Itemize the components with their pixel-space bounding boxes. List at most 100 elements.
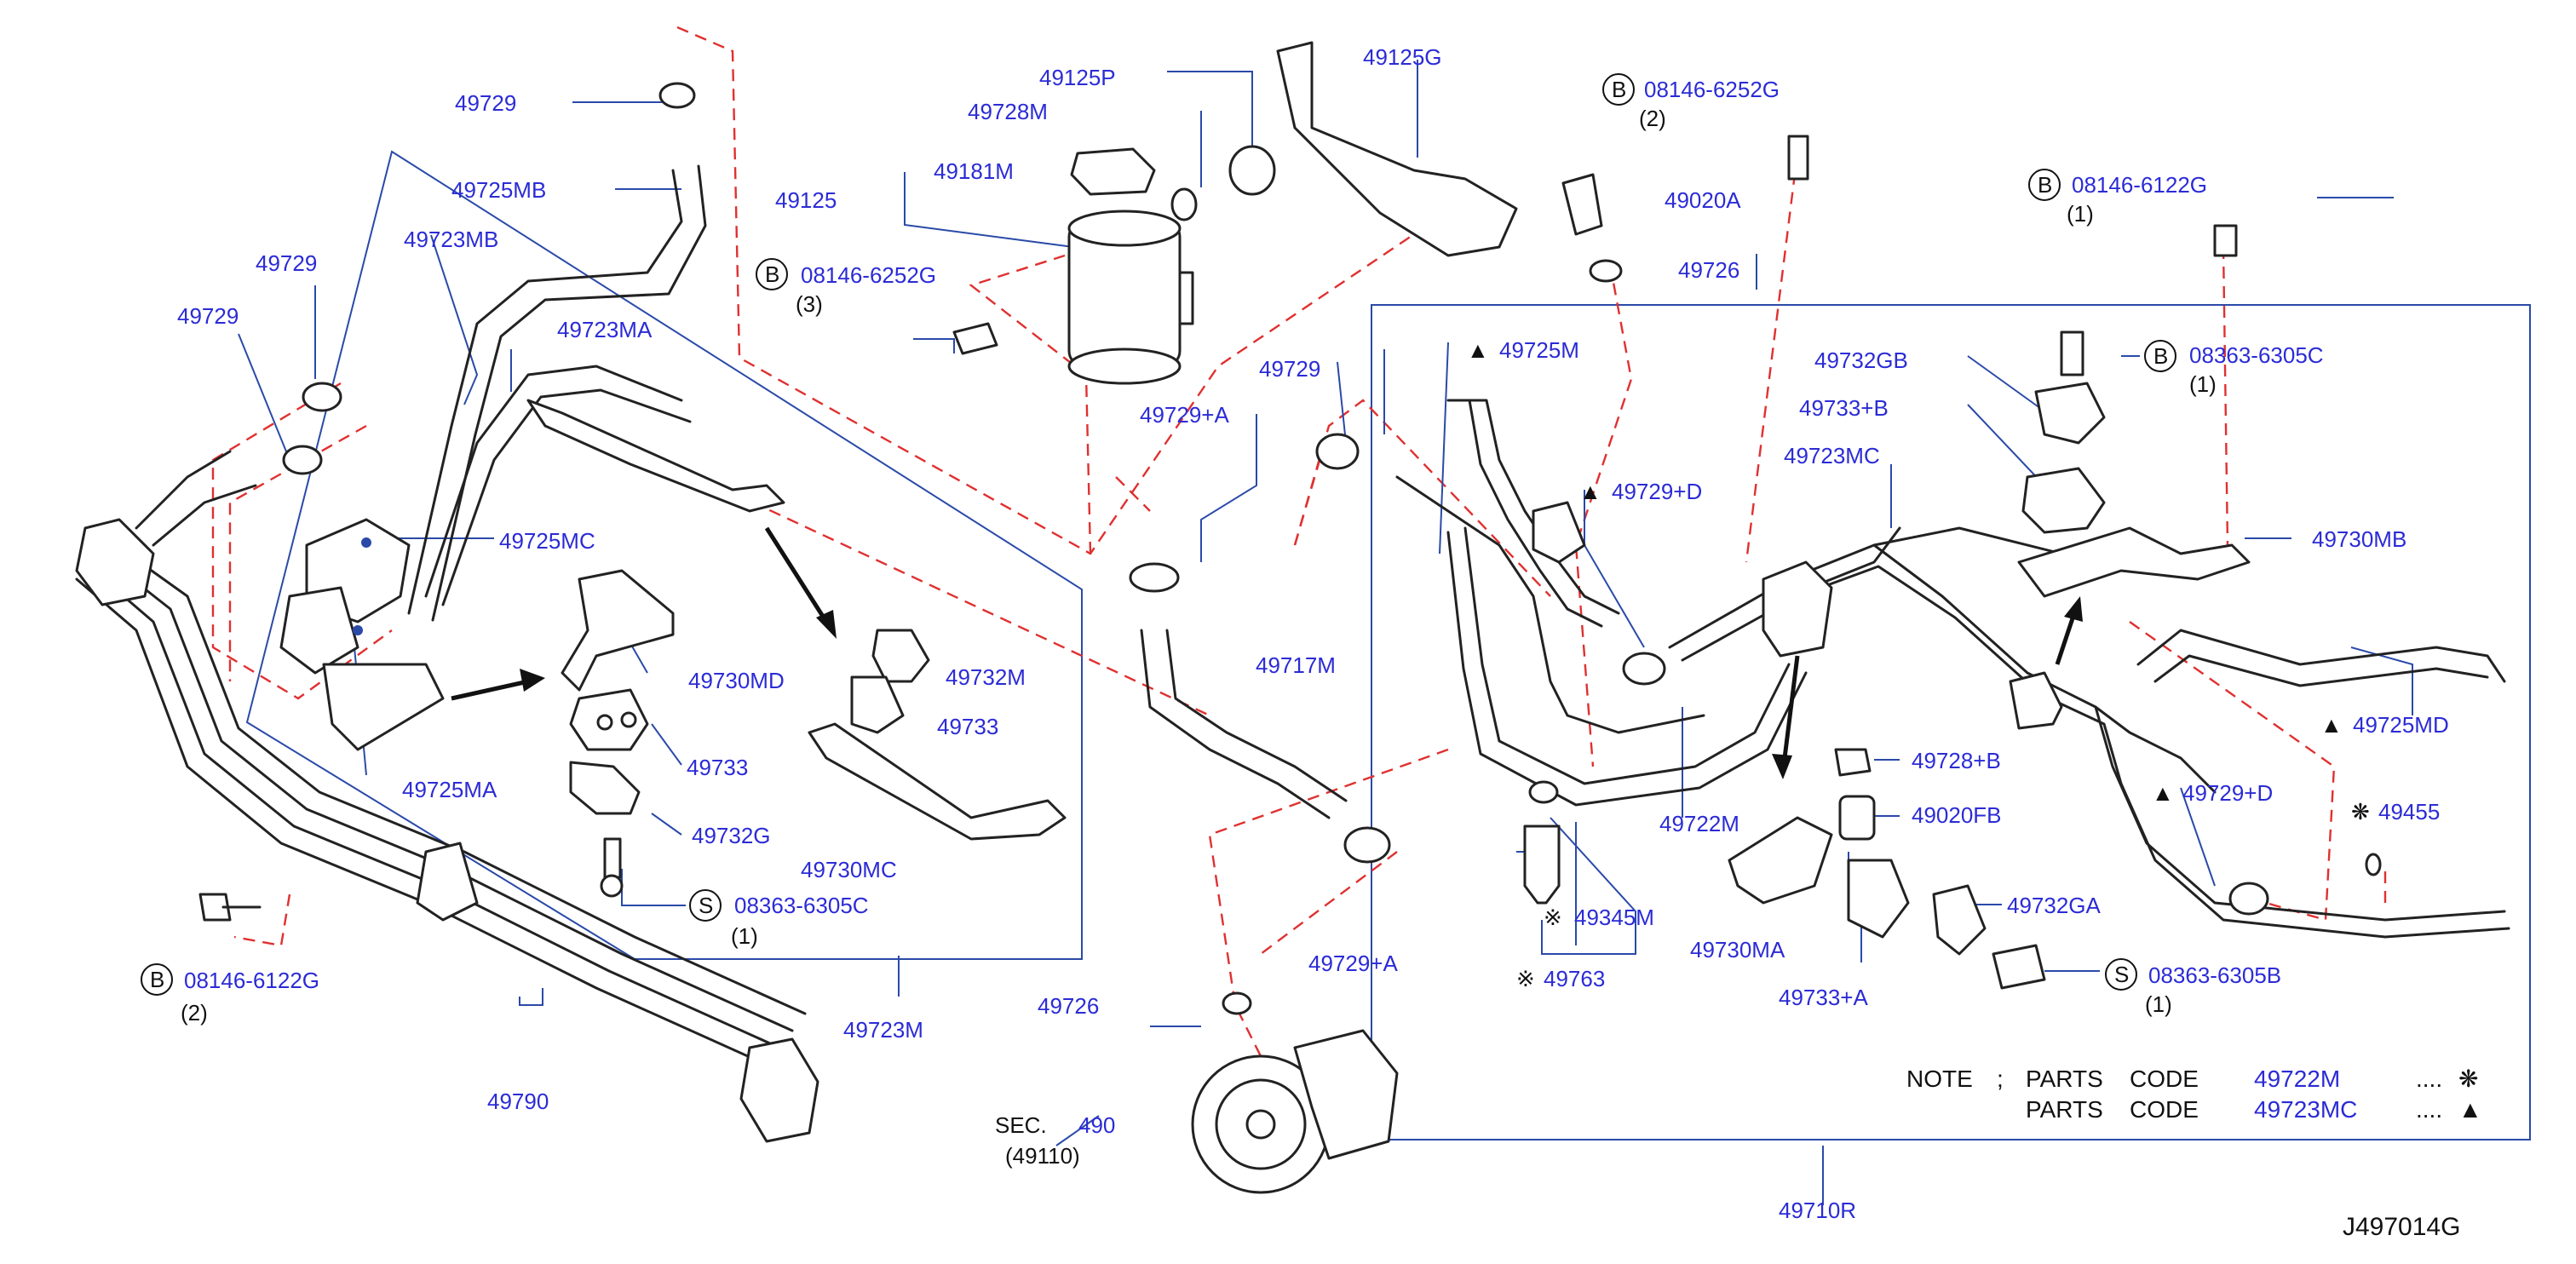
circle-letter-b-4: B [2153,343,2168,369]
assembly-box-49710R [1371,304,2531,1140]
note-code-1: CODE [2130,1066,2199,1092]
label-49726-bot: 49726 [1038,993,1099,1019]
triangle-mark-49725M: ▲ [1467,337,1489,363]
label-49723M: 49723M [843,1017,923,1043]
qty-08146-6252G-right: (2) [1639,106,1666,131]
clamps-left [282,82,696,475]
note-part-1: 49722M [2254,1066,2340,1092]
note-parts-2: PARTS [2026,1096,2103,1123]
sensor-49763 [1523,824,1561,905]
label-08146-6122G-left: 08146-6122G [184,968,319,993]
bracket-49730MB [2017,526,2251,598]
washer-49726-bot [1222,991,1252,1015]
o-ring-49345M [1528,780,1559,804]
label-49733-a: 49733 [687,755,748,780]
note-title: NOTE [1906,1066,1973,1092]
label-49790: 49790 [487,1089,549,1114]
label-49729-plusA-bot: 49729+A [1308,951,1398,976]
label-49730MA: 49730MA [1690,937,1785,962]
grommet-49728-plusB [1834,748,1872,777]
circle-letter-s-1: S [699,893,713,918]
connector-block-right [2009,671,2063,730]
note-symbol-2: ▲ [2458,1096,2482,1123]
bracket-49730MD [561,569,675,692]
label-49020FB: 49020FB [1912,802,2002,828]
circle-letter-b-3: B [765,261,779,287]
label-49345M: 49345M [1574,905,1654,930]
cap-49181M [1070,147,1156,196]
clip-49732G [569,761,641,815]
leader-lines [204,60,2413,1205]
grommet-49125P [1228,145,1276,196]
clip-49732M [871,629,930,683]
qty-08363-6305C-left: (1) [731,923,758,949]
qty-08363-6305B: (1) [2145,991,2172,1017]
label-49733-b: 49733 [937,714,998,739]
note-dots-1: .... [2416,1066,2442,1092]
direction-arrows [451,526,2083,779]
label-49730MB: 49730MB [2312,526,2406,552]
label-08363-6305C-left: 08363-6305C [734,893,869,918]
bolt-08146-6122G-right [2213,224,2238,257]
bracket-parts-left [198,569,675,922]
label-49763: 49763 [1544,966,1605,991]
label-49725MB: 49725MB [451,177,546,203]
circle-letter-b-1: B [1612,77,1626,102]
label-49020A: 49020A [1665,187,1741,213]
hose-assembly-right [1395,399,2510,939]
label-49723MB: 49723MB [404,227,498,252]
bracket-parts-mid [808,629,1067,841]
clip-49732GB [2034,382,2106,445]
label-49732GB: 49732GB [1814,348,1908,373]
clamp-49729-b [282,445,323,475]
label-08363-6305B: 08363-6305B [2148,962,2281,988]
note-symbol-1: ❋ [2458,1066,2478,1092]
note-part-2: 49723MC [2254,1096,2357,1123]
pump-hose [1129,433,1399,1194]
clamp-49729-plusA-top [1129,562,1180,593]
ref-mark-49763: ※ [1516,966,1535,991]
note-dots-2: .... [2416,1096,2442,1123]
triangle-mark-49725MD: ▲ [2320,712,2343,738]
bolt-49020A [1561,173,1603,236]
bolt-08146-6122G-left [198,893,232,922]
triangle-mark-49729-plusD-bot: ▲ [2152,780,2174,806]
label-49729-c: 49729 [177,303,239,329]
label-49725M: 49725M [1499,337,1579,363]
label-49730MD: 49730MD [688,668,785,693]
label-49717M: 49717M [1256,652,1336,678]
note-code-2: CODE [2130,1096,2199,1123]
bolt-08146-6252G-mid [952,322,998,355]
label-49729-b: 49729 [256,250,317,276]
circle-letter-b-5: B [150,967,164,992]
clamp-49729-plusD-top [1622,652,1666,686]
label-49732GA: 49732GA [2007,893,2102,918]
clamp-49729-plusD-bot [2228,882,2269,916]
bolt-08363-6305C-left [603,837,622,879]
clamp-49729-plusA-bot [1343,826,1391,864]
connector-block-49723MC [1762,560,1833,658]
bracket-49730MC [808,722,1067,841]
bracket-parts-right [1523,135,2382,990]
label-49125: 49125 [775,187,837,213]
snow-mark-49455: ❋ [2351,799,2370,824]
label-49729-plusD-bot: 49729+D [2182,780,2273,806]
clip-49725M [1532,501,1586,564]
sec-ref: (49110) [1005,1143,1080,1169]
pump-body [1293,1029,1399,1160]
ref-mark-49345M: ※ [1544,905,1562,930]
label-08363-6305C-right: 08363-6305C [2189,342,2324,368]
label-49726-top: 49726 [1678,257,1739,283]
qty-08146-6252G-mid: (3) [796,291,823,317]
clamp-49729-mid [1315,433,1360,470]
diagram-code: J497014G [2343,1213,2460,1241]
label-49723MA: 49723MA [557,317,653,342]
bracket-49730MA [1728,816,1833,905]
label-49732G: 49732G [692,823,771,848]
label-49729-plusD-top: 49729+D [1612,479,1702,504]
label-49725MD: 49725MD [2353,712,2449,738]
label-490: 490 [1078,1112,1115,1138]
note-parts-1: PARTS [2026,1066,2103,1092]
label-49723MC: 49723MC [1784,443,1880,468]
